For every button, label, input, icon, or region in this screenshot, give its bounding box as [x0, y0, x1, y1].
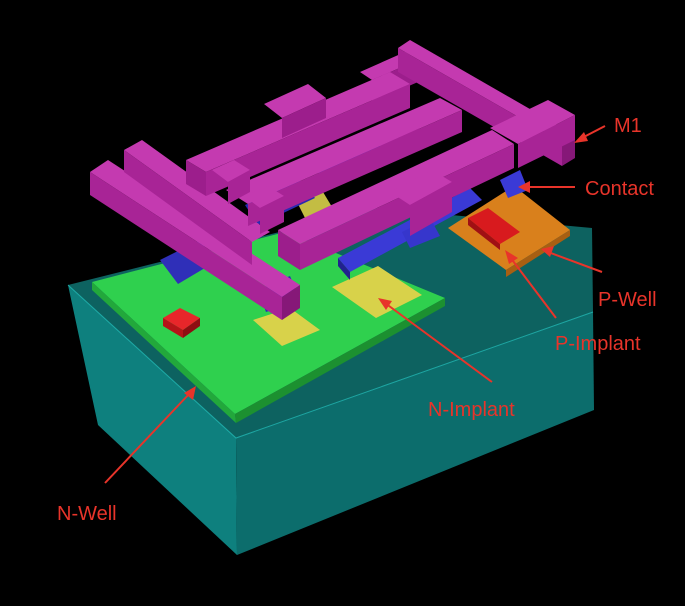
p-well-arrow	[547, 251, 603, 273]
contact-label: Contact	[585, 178, 654, 200]
n-well-arrowhead	[184, 386, 196, 400]
annotation-m1: M1	[574, 115, 642, 143]
p-well-arrowhead	[541, 246, 554, 257]
contact-arrowhead	[518, 181, 530, 193]
n-implant-arrowhead	[378, 298, 392, 310]
annotation-n-implant: N-Implant	[378, 298, 515, 421]
p-well-label: P-Well	[598, 289, 657, 311]
n-well-arrow	[104, 392, 191, 484]
p-implant-arrow	[509, 256, 557, 319]
n-implant-arrow	[384, 302, 493, 383]
metal1-layer	[90, 40, 575, 320]
p-implant-label: P-Implant	[555, 333, 641, 355]
p-implant-blocks	[163, 208, 520, 338]
annotation-contact: Contact	[518, 178, 654, 200]
p-implant-arrowhead	[505, 250, 518, 264]
annotation-p-implant: P-Implant	[505, 250, 641, 355]
n-implant-label: N-Implant	[428, 399, 515, 421]
m1-arrowhead	[574, 132, 588, 143]
n-well-label: N-Well	[57, 503, 117, 525]
annotation-n-well: N-Well	[57, 386, 196, 525]
m1-label: M1	[614, 115, 642, 137]
annotation-p-well: P-Well	[541, 246, 657, 311]
